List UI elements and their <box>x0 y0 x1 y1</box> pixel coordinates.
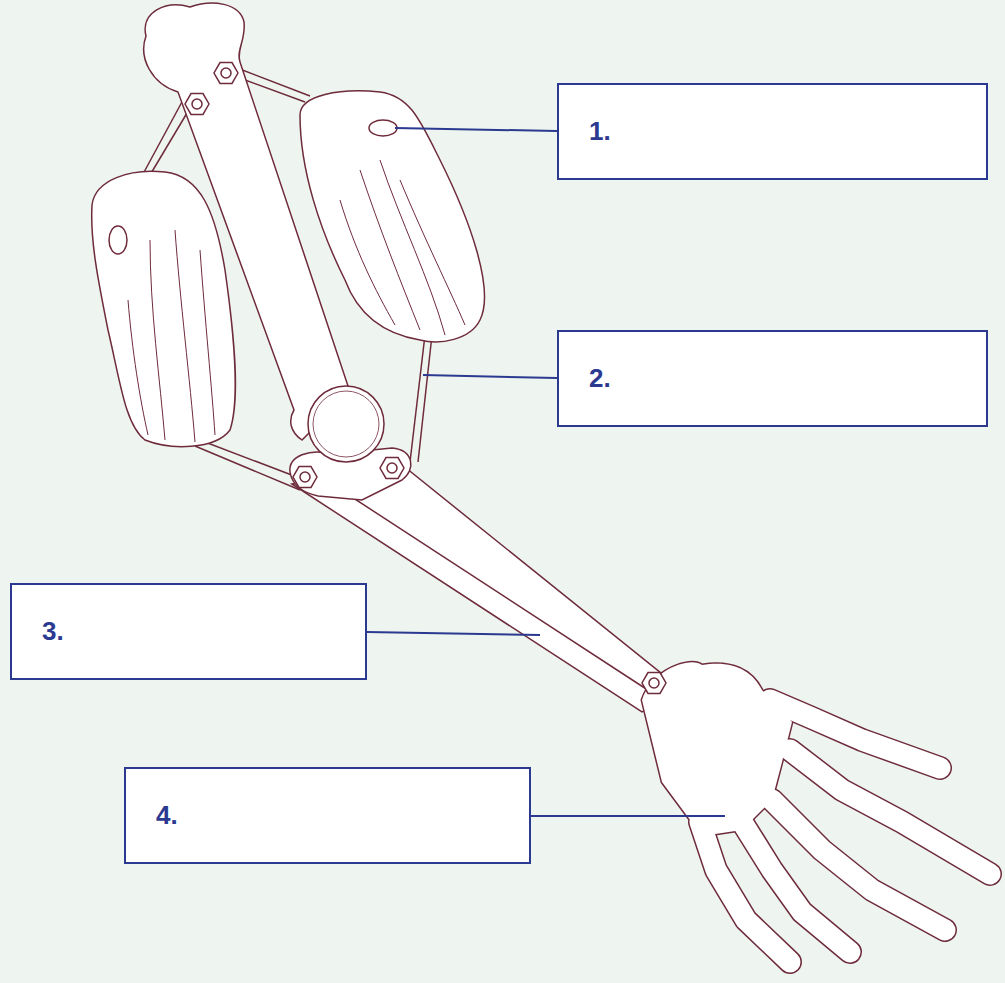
hand-outline <box>642 662 990 962</box>
nut-hole <box>221 68 231 78</box>
label-box: 2. <box>557 330 988 427</box>
leader-line <box>395 128 557 131</box>
muscle-fibre <box>175 230 195 442</box>
hand-fill <box>642 662 990 962</box>
hex-nut <box>380 458 404 479</box>
tendon-line <box>143 100 183 174</box>
muscle-fibre <box>150 240 165 440</box>
hex-nut <box>293 467 317 488</box>
thumb <box>700 822 790 962</box>
elbow-joint-rim <box>313 391 379 457</box>
muscle-fibre <box>128 300 148 435</box>
muscles <box>92 91 485 447</box>
hex-nut <box>185 94 209 115</box>
palm <box>642 662 792 836</box>
leader-line <box>423 375 557 378</box>
muscle-hole <box>369 120 397 136</box>
muscle-hole <box>109 226 127 254</box>
nut-hole <box>192 99 202 109</box>
triceps-muscle <box>92 171 236 446</box>
leader-lines <box>367 128 725 816</box>
callout-number: 2. <box>589 363 611 394</box>
muscle-fibres <box>128 230 215 442</box>
nut-hole <box>300 472 310 482</box>
leader-line <box>367 632 540 635</box>
hex-nut <box>214 63 238 84</box>
muscle-fibre <box>200 250 215 435</box>
bone-edge <box>338 488 660 698</box>
nut-hole <box>649 678 659 688</box>
tendon-line <box>418 335 432 462</box>
muscle-fibre <box>400 180 465 325</box>
nut-hole <box>387 463 397 473</box>
callout-number: 1. <box>589 116 611 147</box>
label-box: 1. <box>557 83 988 180</box>
callout-number: 4. <box>156 800 178 831</box>
leader-line <box>531 815 725 817</box>
hex-nut <box>642 673 666 694</box>
muscle-fibre <box>360 170 420 330</box>
muscle-fibre <box>380 160 445 335</box>
tendon-line <box>195 446 300 490</box>
label-box: 3. <box>10 583 367 680</box>
elbow-joint <box>308 386 384 462</box>
callout-number: 3. <box>42 616 64 647</box>
label-box: 4. <box>124 767 531 864</box>
tendon-line <box>150 108 190 175</box>
muscle-fibre <box>340 200 395 325</box>
muscle-fibres <box>340 160 465 335</box>
hand <box>642 662 990 962</box>
tendon-line <box>410 335 425 462</box>
